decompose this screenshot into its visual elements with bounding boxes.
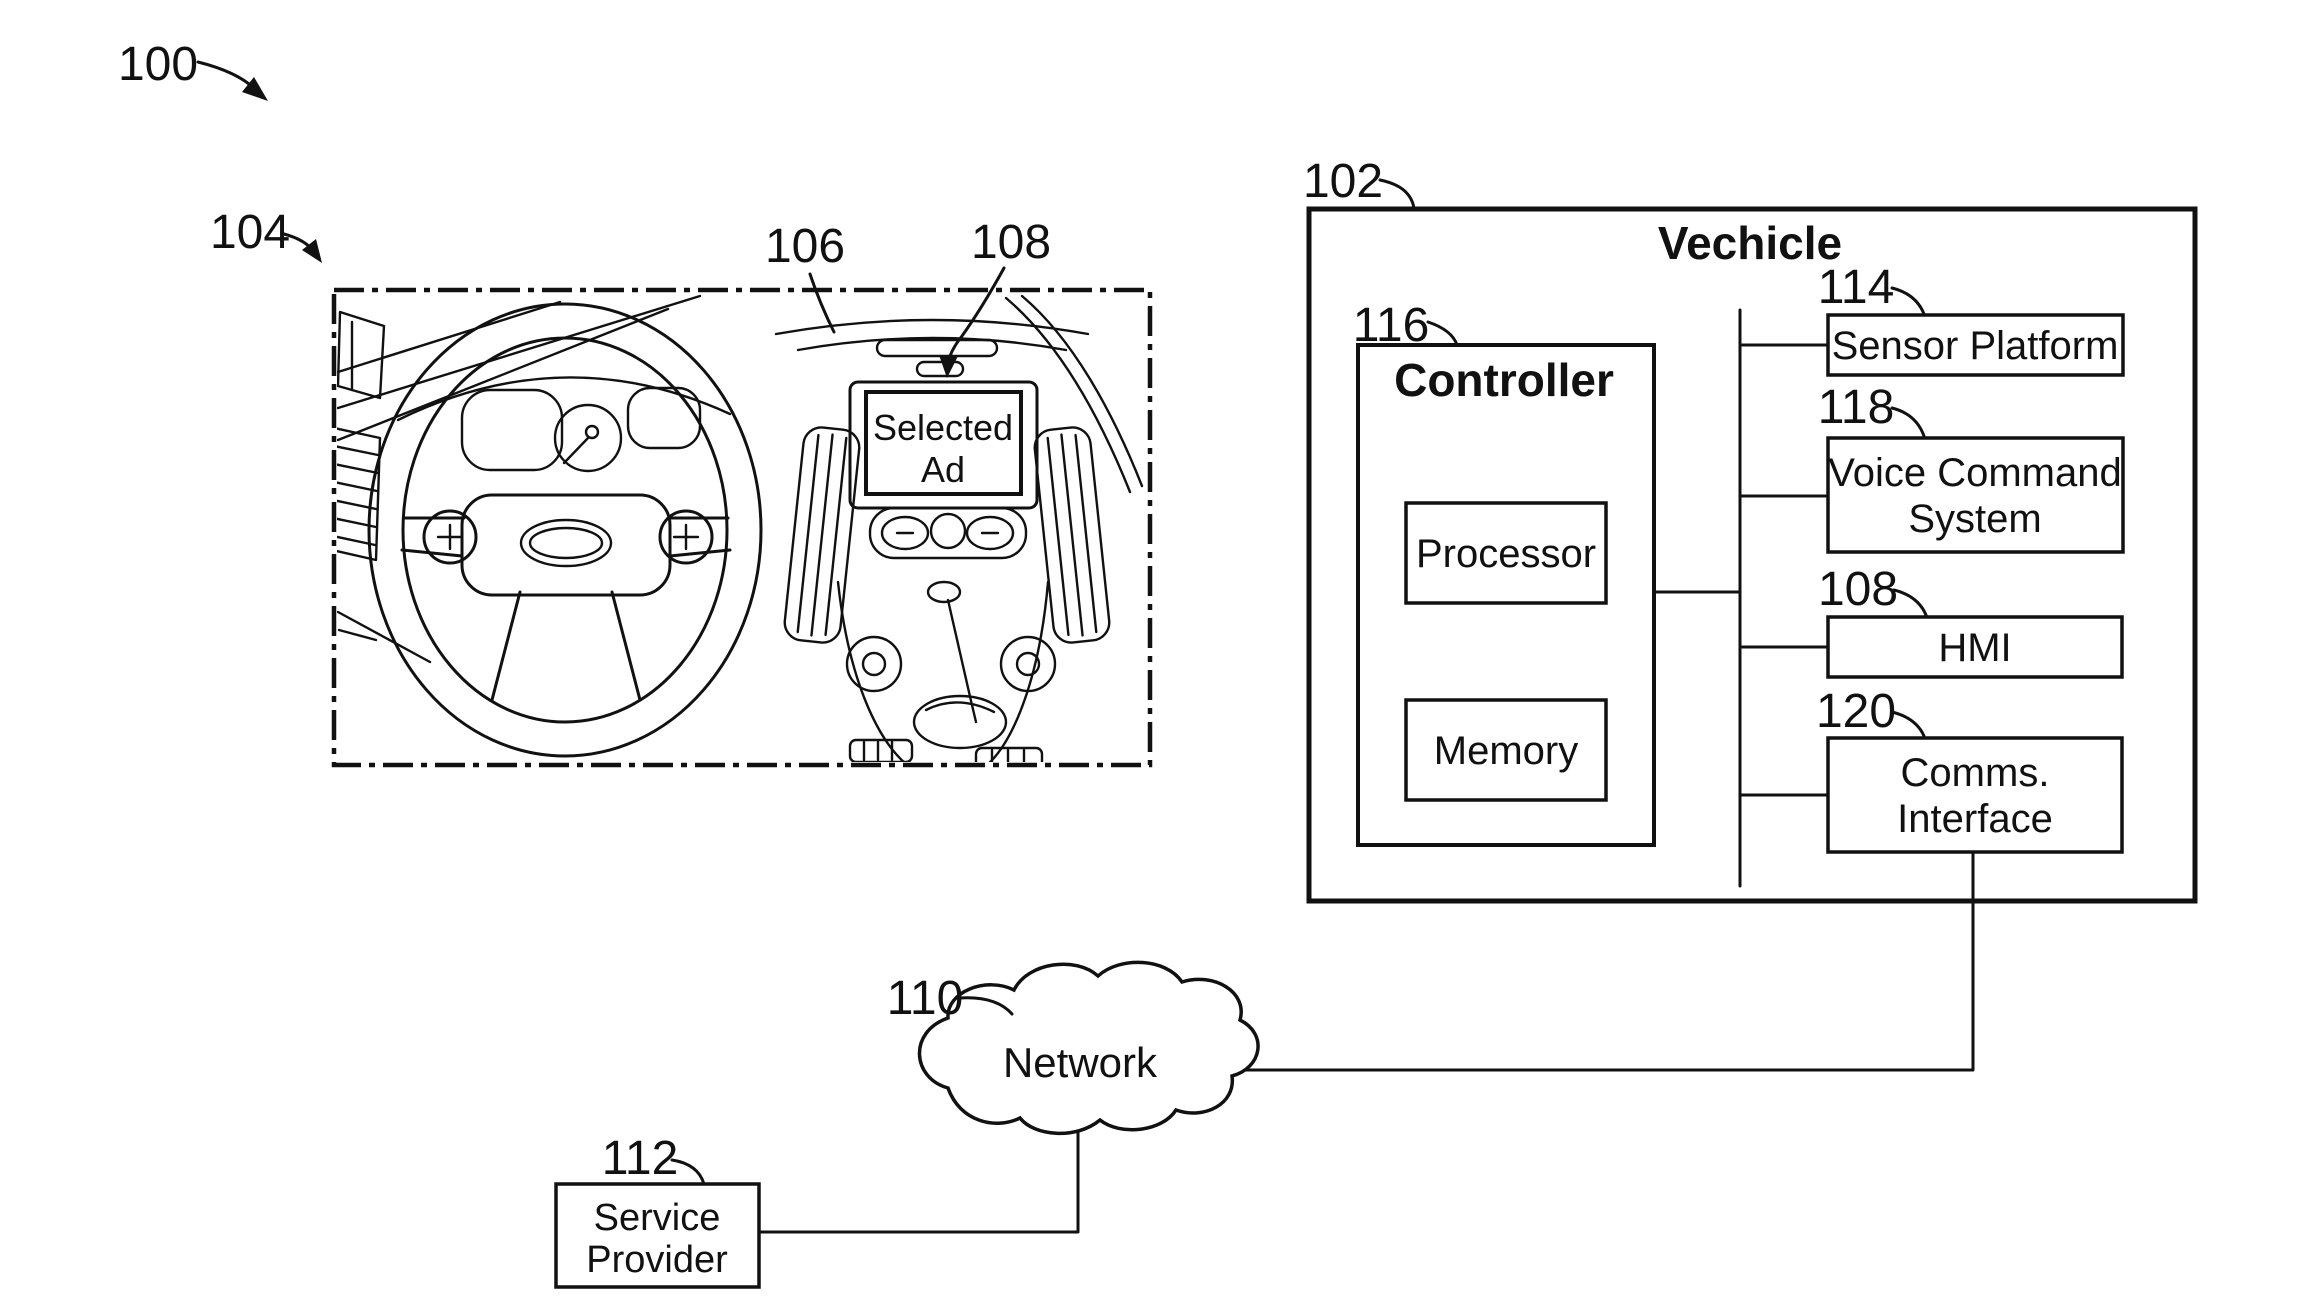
ref-118-leader (1890, 406, 1926, 438)
ref-102: 102 (1303, 155, 1383, 208)
controller-title: Controller (1394, 354, 1614, 406)
ref-102-leader (1378, 178, 1416, 210)
comms-label-line2: Interface (1897, 797, 2053, 841)
ref-108-display-arrowhead (939, 355, 958, 378)
ref-110-leader (958, 996, 1014, 1016)
console-slots (848, 738, 1044, 762)
ref-114-leader (1890, 286, 1926, 316)
comms-label-line1: Comms. (1901, 751, 2050, 795)
ref-108-display: 108 (971, 216, 1051, 269)
hmi-label: HMI (1938, 626, 2011, 670)
ref-120: 120 (1816, 685, 1896, 738)
ref-108-hmi-leader (1892, 588, 1928, 617)
processor-box (1404, 501, 1608, 605)
ref-120-leader (1890, 710, 1926, 738)
ref-100: 100 (118, 38, 198, 91)
ref-106-leader (808, 272, 836, 334)
processor-label: Processor (1416, 532, 1596, 576)
reference-labels: 100 104 106 108 102 116 114 118 108 120 … (118, 38, 1928, 1186)
ref-116: 116 (1353, 299, 1430, 352)
ref-104-arrowhead (302, 239, 322, 263)
cabin-frame (331, 287, 1153, 768)
comms-interface-box: Comms. Interface (1826, 736, 2124, 854)
center-stack: Selected Ad (774, 318, 1111, 762)
service-provider-box: Service Provider (554, 1182, 761, 1289)
ref-114: 114 (1818, 261, 1895, 314)
ref-118: 118 (1818, 381, 1895, 434)
ref-110: 110 (887, 972, 964, 1025)
cabin-illustration: Selected Ad (331, 287, 1153, 768)
network-cloud: Network (917, 960, 1260, 1135)
hmi-display-text-line1: Selected (873, 407, 1013, 448)
internal-bus (1652, 308, 1830, 888)
service-provider-label-line2: Provider (586, 1239, 728, 1281)
hmi-display: Selected Ad (864, 390, 1023, 496)
network-label: Network (1003, 1039, 1158, 1086)
memory-box (1404, 698, 1608, 802)
vehicle-block: Vechicle Controller Processor Memory Sen… (1306, 206, 2198, 904)
cloud-shape (917, 960, 1260, 1135)
ref-108-display-leader (947, 266, 1006, 362)
provider-to-network-line (757, 1124, 1080, 1234)
sensor-platform-label: Sensor Platform (1832, 324, 2119, 368)
external-connections (757, 850, 1975, 1234)
ref-106: 106 (765, 220, 845, 273)
controller-box: Controller Processor Memory (1356, 343, 1656, 847)
climate-dials (845, 635, 1057, 693)
left-vent (337, 427, 382, 562)
ref-112: 112 (602, 1132, 679, 1185)
center-vent-right (1033, 426, 1111, 644)
service-provider-label-line1: Service (594, 1197, 721, 1239)
media-buttons (868, 506, 1028, 560)
voice-command-label-line1: Voice Command (1828, 451, 2121, 495)
ref-112-leader (670, 1158, 706, 1186)
ref-116-leader (1426, 320, 1459, 347)
door-mirror-lines (337, 310, 432, 664)
gear-shifter (912, 580, 1008, 750)
memory-label: Memory (1434, 729, 1578, 773)
ref-104: 104 (210, 206, 290, 259)
ref-108-hmi: 108 (1818, 563, 1898, 616)
center-vent-left (783, 426, 861, 644)
vehicle-title: Vechicle (1658, 217, 1842, 269)
dashboard-art: Selected Ad (337, 294, 1144, 762)
ref-100-arrowhead (242, 77, 268, 101)
comms-to-network-line (1244, 850, 1975, 1072)
steering-wheel (337, 302, 763, 758)
hmi-display-text-line2: Ad (921, 449, 965, 490)
hmi-box: HMI (1826, 615, 2124, 679)
voice-command-box: Voice Command System (1826, 436, 2125, 554)
sensor-platform-box: Sensor Platform (1826, 313, 2125, 377)
voice-command-label-line2: System (1908, 497, 2041, 541)
